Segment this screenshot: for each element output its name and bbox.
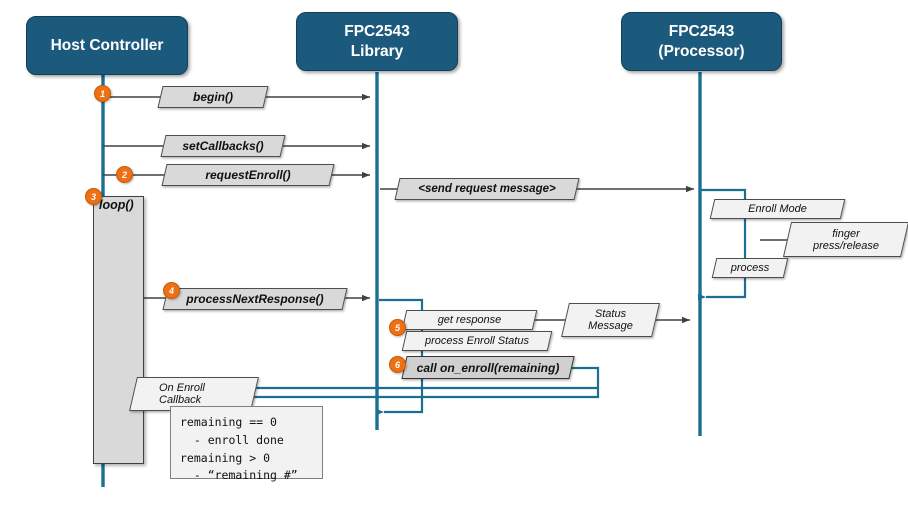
message-label-call-on-enroll[interactable]: call on_enroll(remaining) (401, 356, 575, 379)
step-badge-5[interactable]: 5 (389, 319, 406, 336)
status-message-text-line1: Status (594, 308, 627, 320)
message-label-begin[interactable]: begin() (157, 86, 269, 108)
loop-activation-box[interactable] (93, 196, 144, 464)
step-badge-3[interactable]: 3 (85, 188, 102, 205)
message-label-request-enroll[interactable]: requestEnroll() (161, 164, 335, 186)
participant-host-controller[interactable]: Host Controller (26, 16, 188, 75)
step-badge-1[interactable]: 1 (94, 85, 111, 102)
participant-processor-label-line2: (Processor) (658, 42, 745, 60)
step-badge-6[interactable]: 6 (389, 356, 406, 373)
participant-host-label: Host Controller (50, 36, 164, 54)
set-callbacks-text: setCallbacks() (182, 139, 264, 153)
get-response-text: get response (437, 314, 502, 326)
on-enroll-callback-text-line1: On Enroll (159, 382, 205, 394)
participant-fpc2543-processor[interactable]: FPC2543 (Processor) (621, 12, 782, 71)
message-label-set-callbacks[interactable]: setCallbacks() (160, 135, 286, 157)
enroll-result-note: remaining == 0 - enroll done remaining >… (170, 406, 323, 482)
message-label-process-enroll-status[interactable]: process Enroll Status (401, 331, 553, 351)
process-next-response-text: processNextResponse() (186, 292, 324, 306)
request-enroll-text: requestEnroll() (205, 168, 291, 182)
message-label-process[interactable]: process (711, 258, 789, 278)
processor-self-loop (698, 188, 747, 301)
step-badge-4[interactable]: 4 (163, 282, 180, 299)
message-label-status-message[interactable]: Status Message (561, 303, 660, 337)
enroll-mode-text: Enroll Mode (748, 203, 807, 215)
participant-library-label-line2: Library (350, 42, 404, 60)
loop-label: loop() (99, 198, 134, 212)
finger-press-text-line1: finger (832, 227, 860, 240)
message-label-finger-press[interactable]: finger press/release (782, 222, 908, 257)
participant-library-label-line1: FPC2543 (344, 23, 410, 41)
finger-press-text-line2: press/release (812, 239, 880, 252)
participant-fpc2543-library[interactable]: FPC2543 Library (296, 12, 458, 71)
message-label-on-enroll-callback[interactable]: On Enroll Callback (129, 377, 259, 411)
process-text: process (730, 262, 770, 274)
message-label-get-response[interactable]: get response (401, 310, 538, 330)
call-on-enroll-text: call on_enroll(remaining) (416, 360, 560, 375)
message-label-send-request-message[interactable]: <send request message> (394, 178, 580, 200)
status-message-text-line2: Message (588, 320, 633, 332)
message-label-process-next-response[interactable]: processNextResponse() (162, 288, 348, 310)
on-enroll-return-path (252, 366, 600, 399)
message-label-enroll-mode[interactable]: Enroll Mode (709, 199, 846, 219)
on-enroll-callback-text-line2: Callback (159, 394, 202, 406)
step-badge-2[interactable]: 2 (116, 166, 133, 183)
send-request-message-text: <send request message> (418, 183, 556, 195)
participant-processor-label-line1: FPC2543 (668, 23, 735, 41)
begin-text: begin() (193, 90, 233, 104)
process-enroll-status-text: process Enroll Status (425, 335, 529, 347)
